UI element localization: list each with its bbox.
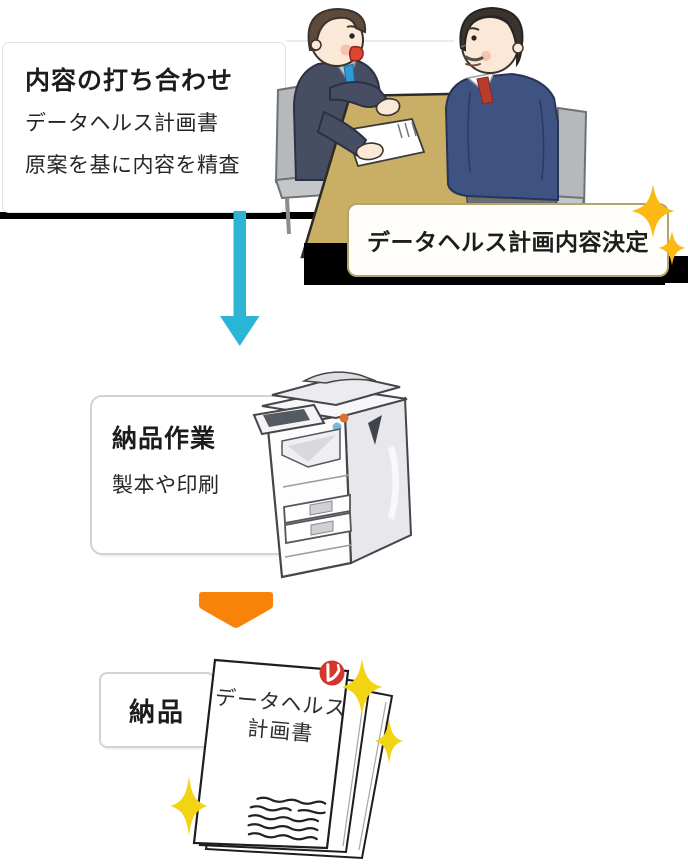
card-shadow-strip [0, 212, 352, 219]
report-cover [192, 658, 350, 850]
meeting-step-line1: データヘルス計画書 [25, 112, 219, 135]
meeting-step-card: 内容の打ち合わせ データヘルス計画書 原案を基に内容を精査 [2, 42, 286, 213]
orange-arrow-icon [199, 592, 273, 628]
decision-badge-label: データヘルス計画内容決定 [367, 229, 649, 255]
copier-icon [252, 371, 413, 579]
sparkle-stars-badge [631, 184, 686, 266]
down-arrow-icon [220, 211, 260, 346]
meeting-step-line2: 原案を基に内容を精査 [25, 154, 240, 177]
report-text-lines [247, 796, 327, 841]
copier-orange-button [339, 413, 349, 423]
sparkle-icon [631, 184, 675, 238]
work-step-line1: 製本や印刷 [112, 474, 220, 497]
left-person-hands [316, 81, 426, 168]
card-edge-line [286, 40, 454, 42]
decision-badge: データヘルス計画内容決定 [347, 203, 669, 277]
sparkle-icon [170, 776, 208, 836]
sparkle-icon [341, 658, 383, 716]
right-person-icon [444, 6, 561, 225]
copier-screen [263, 409, 310, 427]
sparkle-icon [658, 230, 686, 266]
svg-text:計画書: 計画書 [246, 717, 314, 746]
sparkle-icon [375, 718, 403, 764]
stamp-icon [319, 660, 345, 686]
meeting-step-title: 内容の打ち合わせ [25, 67, 234, 95]
work-step-title: 納品作業 [112, 425, 217, 453]
document-stack-icon: データヘルス 計画書 [170, 658, 403, 860]
delivery-step-title: 納品 [128, 696, 185, 727]
